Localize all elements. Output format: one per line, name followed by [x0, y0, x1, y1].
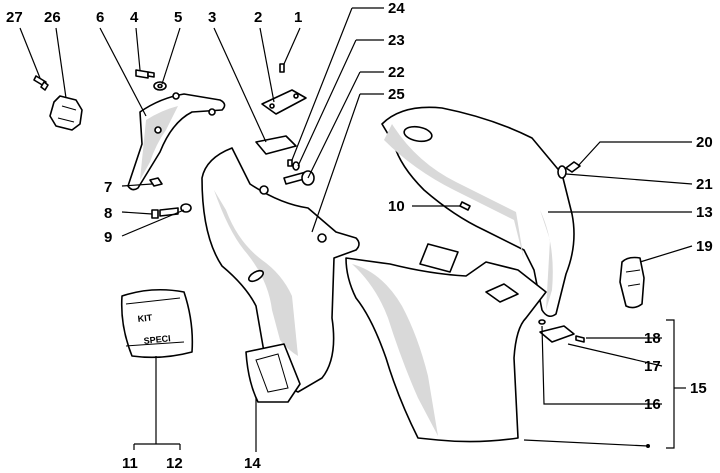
- part-1-screw: [279, 63, 285, 73]
- part-27-screw: [33, 75, 49, 91]
- label-19: 19: [696, 238, 713, 255]
- part-23-bushing: [292, 161, 300, 171]
- label-4: 4: [130, 9, 139, 26]
- label-8: 8: [104, 205, 112, 222]
- part-17-plate: [539, 325, 575, 343]
- label-11: 11: [122, 455, 138, 472]
- kit-bag-label-1: KIT: [137, 312, 153, 324]
- label-24: 24: [388, 0, 405, 17]
- label-12: 12: [166, 455, 183, 472]
- part-6-bracket: [127, 92, 226, 191]
- label-13: 13: [696, 204, 713, 221]
- label-26: 26: [44, 9, 61, 26]
- label-2: 2: [254, 9, 262, 26]
- part-18-screw: [575, 335, 585, 343]
- part-11-12-kit-bag: KIT SPECI: [120, 288, 194, 359]
- part-16-clip: [538, 319, 546, 325]
- part-2-plate: [261, 89, 307, 115]
- part-3-plate: [255, 135, 297, 155]
- part-number-labels: 27 26 6 4 5 3 2 1 24 23 22 25 7 8 9 10 2…: [6, 0, 713, 472]
- kit-bag-label-2: SPECI: [143, 333, 171, 346]
- part-25-leg-shield: [201, 147, 360, 393]
- label-15: 15: [690, 380, 707, 397]
- part-15-body-cover: [345, 243, 547, 443]
- part-8-screw: [151, 209, 159, 219]
- label-14: 14: [244, 455, 261, 472]
- part-5-washer: [153, 81, 167, 91]
- part-20-bolt: [565, 161, 581, 173]
- label-1: 1: [294, 9, 302, 26]
- label-23: 23: [388, 32, 405, 49]
- label-18: 18: [644, 330, 661, 347]
- label-6: 6: [96, 9, 104, 26]
- label-9: 9: [104, 229, 112, 246]
- label-16: 16: [644, 396, 661, 413]
- label-3: 3: [208, 9, 216, 26]
- leader-lines: [19, 7, 693, 452]
- part-14-reflector: [245, 343, 301, 403]
- part-19-reflector: [619, 256, 645, 309]
- label-25: 25: [388, 86, 405, 103]
- part-22-spacer: [283, 170, 315, 186]
- part-7-clip: [149, 177, 163, 187]
- part-13-side-cover: [381, 106, 575, 318]
- part-24-bolt: [287, 159, 293, 167]
- part-4-screw: [135, 69, 155, 79]
- label-22: 22: [388, 64, 405, 81]
- part-21-washer: [557, 165, 567, 179]
- label-7: 7: [104, 179, 112, 196]
- part-15-leader-end-dot: [646, 444, 650, 448]
- label-17: 17: [644, 358, 661, 375]
- label-20: 20: [696, 134, 713, 151]
- part-10-bolt: [459, 201, 471, 211]
- label-5: 5: [174, 9, 182, 26]
- label-27: 27: [6, 9, 23, 26]
- label-10: 10: [388, 198, 405, 215]
- label-21: 21: [696, 176, 713, 193]
- part-26-bracket: [49, 95, 83, 131]
